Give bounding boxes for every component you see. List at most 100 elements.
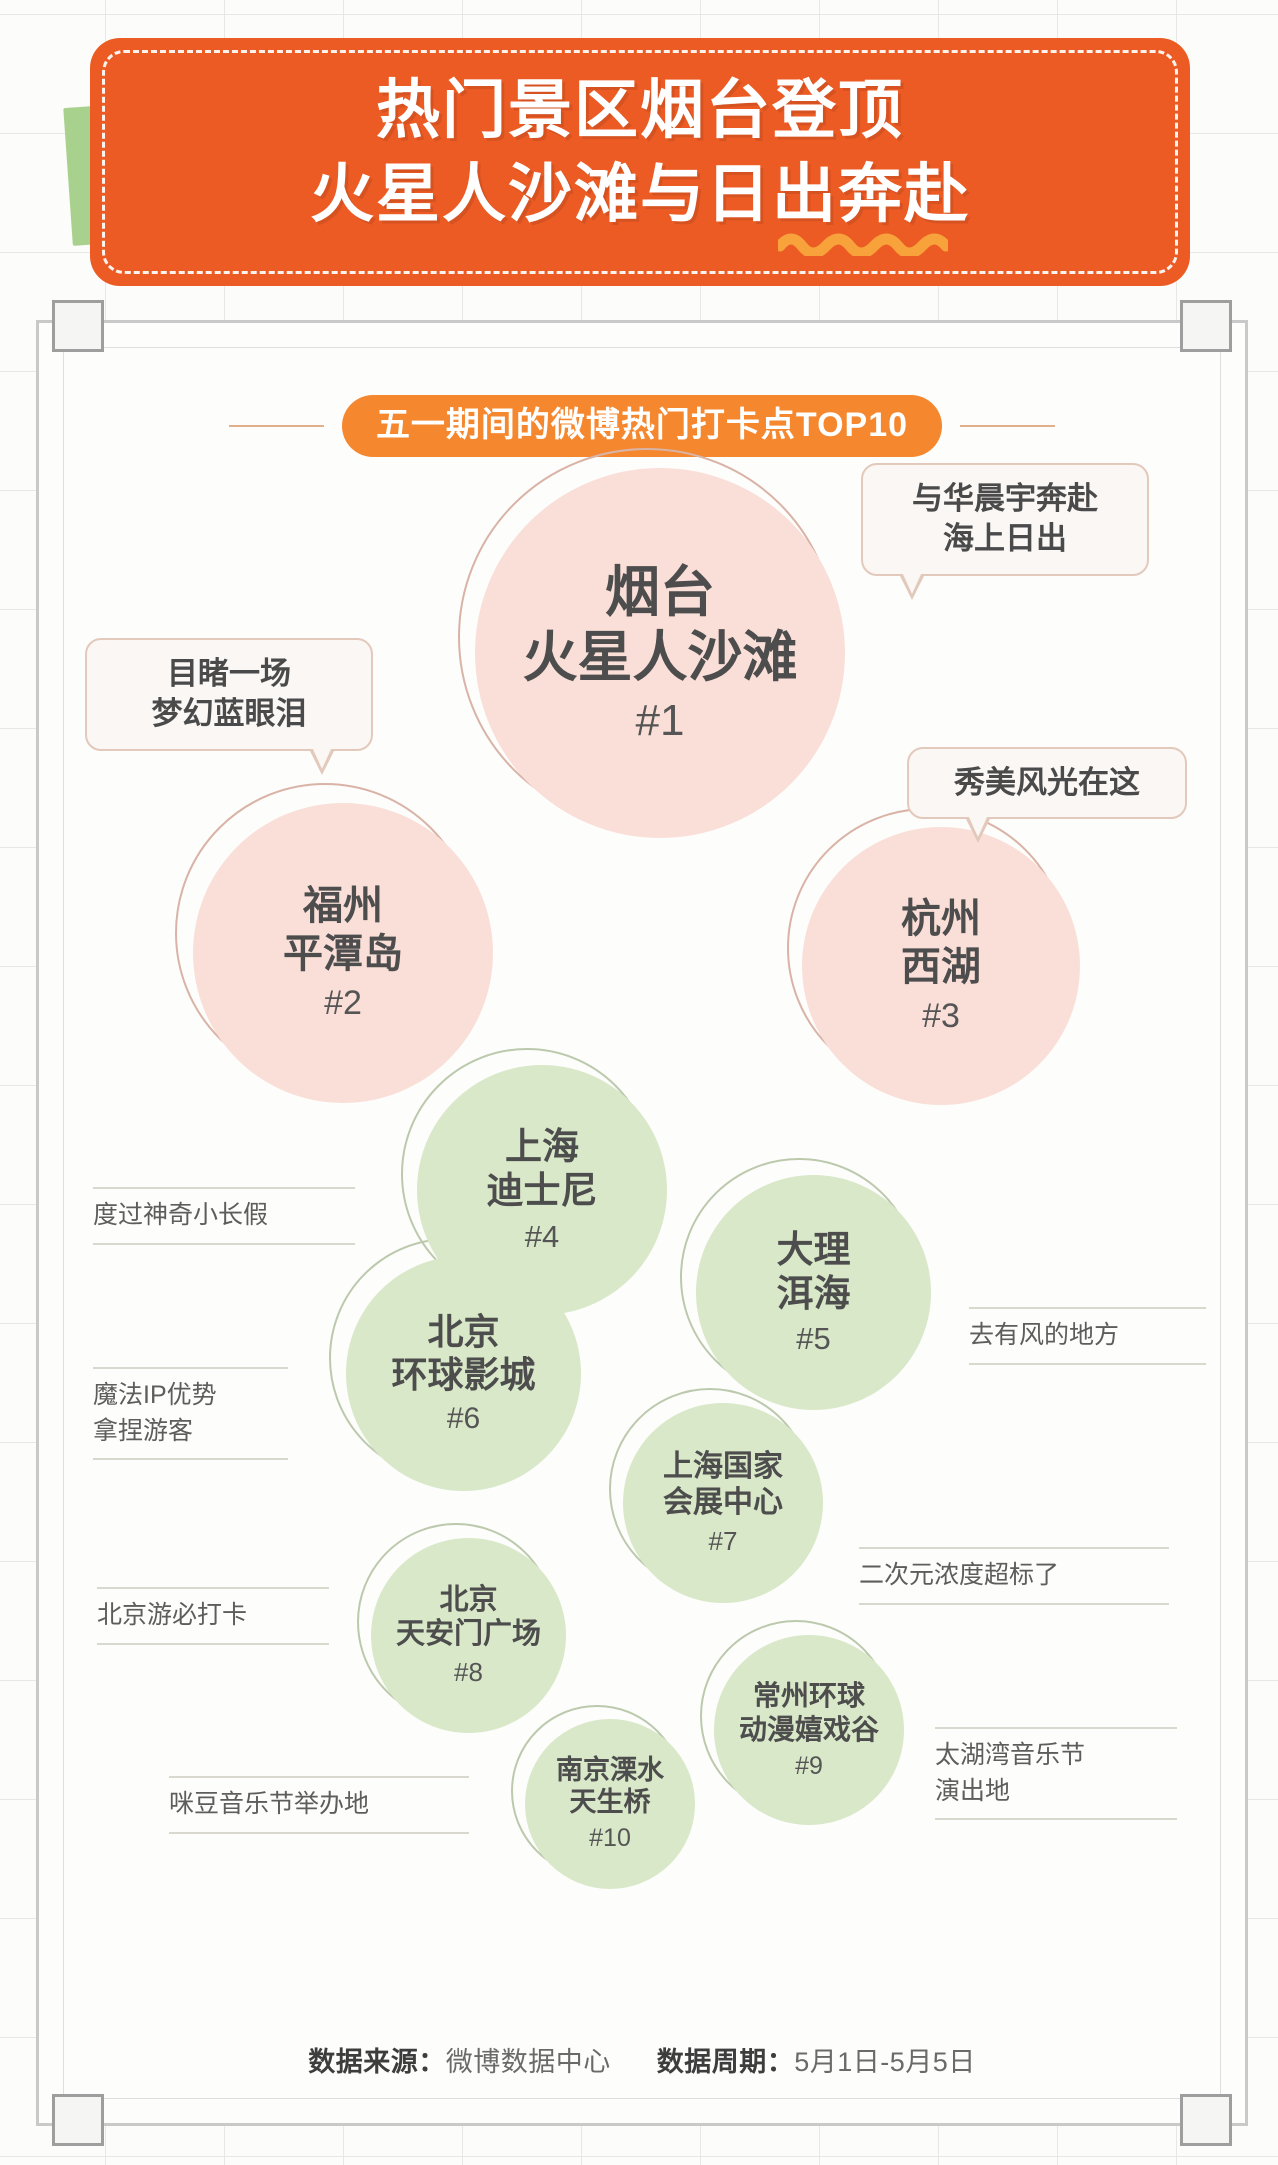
- bubble-2-spot: 平潭岛: [283, 931, 403, 976]
- header-title-line1: 热门景区烟台登顶: [376, 74, 904, 146]
- bubble-rank-8[interactable]: 北京 天安门广场 #8: [371, 1538, 566, 1733]
- callout-1-tail-inner: [902, 571, 922, 594]
- corner-screw-bottom-left: [52, 2094, 104, 2146]
- wave-underline-icon: [778, 233, 948, 256]
- bubble-6-city: 北京: [427, 1311, 500, 1353]
- bubble-5-rank: #5: [796, 1321, 831, 1357]
- annotation-taihuwan-yinyuejie: 太湖湾音乐节 演出地: [935, 1718, 1177, 1829]
- corner-screw-top-left: [52, 300, 104, 352]
- annotation-mofa-ip: 魔法IP优势 拿捏游客: [93, 1358, 288, 1469]
- annotation-5-rule-bottom: [969, 1362, 1206, 1365]
- header-title: 热门景区烟台登顶 火星人沙滩与日出奔赴: [90, 68, 1190, 237]
- bubble-rank-9[interactable]: 常州环球 动漫嬉戏谷 #9: [714, 1635, 904, 1825]
- annotation-1-line1: 度过神奇小长假: [93, 1201, 269, 1229]
- annotation-7-line1: 太湖湾音乐节: [935, 1741, 1086, 1769]
- bubble-rank-2[interactable]: 福州 平潭岛 #2: [193, 803, 493, 1103]
- annotation-2-rule-top: [93, 1367, 288, 1369]
- bubble-10-city: 南京溧水: [556, 1754, 664, 1785]
- bubble-7-spot: 会展中心: [663, 1485, 783, 1519]
- annotation-5-line1: 去有风的地方: [969, 1321, 1120, 1349]
- annotation-midou-yinyuejie: 咪豆音乐节举办地: [169, 1767, 469, 1843]
- annotation-5-rule-top: [969, 1307, 1206, 1309]
- callout-xiumei-fengguang[interactable]: 秀美风光在这: [907, 747, 1187, 844]
- annotation-1-rule-bottom: [93, 1242, 355, 1245]
- bubble-3-rank: #3: [922, 996, 960, 1035]
- annotation-beijing-daka: 北京游必打卡: [97, 1578, 329, 1654]
- bubble-4-city: 上海: [505, 1126, 579, 1168]
- bubble-5-spot: 洱海: [776, 1272, 851, 1314]
- bubble-rank-1[interactable]: 烟台 火星人沙滩 #1: [475, 468, 845, 838]
- bubble-rank-5[interactable]: 大理 洱海 #5: [696, 1175, 931, 1410]
- annotation-3-rule-bottom: [97, 1642, 329, 1645]
- callout-1-line1: 与华晨宇奔赴: [912, 481, 1098, 516]
- content-card: 五一期间的微博热门打卡点TOP10 烟台 火星人沙滩 #1 福州 平潭岛 #2 …: [36, 300, 1248, 2146]
- annotation-4-rule-bottom: [169, 1831, 469, 1834]
- footer-source-value: 微博数据中心: [445, 2047, 611, 2077]
- annotation-3-line1: 北京游必打卡: [97, 1601, 248, 1629]
- annotation-7-line2: 演出地: [935, 1776, 1011, 1805]
- footer-meta: 数据来源：微博数据中心 数据周期：5月1日-5月5日: [39, 2040, 1245, 2079]
- subtitle-row: 五一期间的微博热门打卡点TOP10: [39, 395, 1245, 457]
- bubble-10-spot: 天生桥: [569, 1786, 651, 1817]
- bubble-rank-10[interactable]: 南京溧水 天生桥 #10: [525, 1719, 695, 1889]
- bubble-10-rank: #10: [589, 1824, 631, 1853]
- callout-2-tail-inner: [312, 746, 332, 769]
- bubble-rank-6[interactable]: 北京 环球影城 #6: [346, 1256, 581, 1491]
- bubble-8-rank: #8: [454, 1657, 483, 1688]
- subtitle-rule-right: [960, 425, 1056, 427]
- callout-1-line2: 海上日出: [943, 521, 1067, 557]
- bubble-8-spot: 天安门广场: [395, 1618, 541, 1650]
- annotation-2-rule-bottom: [93, 1458, 288, 1460]
- bubble-6-rank: #6: [446, 1401, 481, 1435]
- bubble-8-city: 北京: [439, 1583, 498, 1616]
- annotation-2-line2: 拿捏游客: [93, 1416, 194, 1445]
- callout-lanyanlei[interactable]: 目睹一场 梦幻蓝眼泪: [85, 638, 373, 775]
- annotation-erciyuan-nongdu: 二次元浓度超标了: [859, 1538, 1169, 1614]
- bubble-1-city: 烟台: [604, 561, 715, 624]
- bubble-9-rank: #9: [795, 1751, 823, 1780]
- annotation-youfeng-difang: 去有风的地方: [969, 1298, 1206, 1374]
- annotation-3-rule-top: [97, 1587, 329, 1589]
- bubble-rank-7[interactable]: 上海国家 会展中心 #7: [623, 1403, 823, 1603]
- callout-3-tail-inner: [968, 815, 988, 838]
- header-orange-box: 热门景区烟台登顶 火星人沙滩与日出奔赴: [90, 38, 1190, 286]
- annotation-4-line1: 咪豆音乐节举办地: [169, 1790, 370, 1818]
- bubble-rank-3[interactable]: 杭州 西湖 #3: [802, 827, 1080, 1105]
- callout-2-line1: 目睹一场: [167, 656, 291, 691]
- annotation-7-rule-bottom: [935, 1818, 1177, 1820]
- bubble-2-rank: #2: [324, 983, 362, 1022]
- annotation-6-rule-top: [859, 1547, 1169, 1549]
- bubble-4-rank: #4: [524, 1218, 560, 1254]
- annotation-7-rule-top: [935, 1727, 1177, 1729]
- bubble-3-spot: 西湖: [901, 944, 981, 989]
- annotation-2-line1: 魔法IP优势: [93, 1381, 217, 1409]
- header-title-line2: 火星人沙滩与日出奔赴: [310, 158, 970, 231]
- corner-screw-top-right: [1180, 300, 1232, 352]
- annotation-1-rule-top: [93, 1187, 355, 1189]
- callout-2-line2: 梦幻蓝眼泪: [151, 696, 307, 732]
- corner-screw-bottom-right: [1180, 2094, 1232, 2146]
- bubble-3-city: 杭州: [901, 897, 981, 942]
- bubble-9-spot: 动漫嬉戏谷: [738, 1713, 879, 1745]
- bubble-7-rank: #7: [708, 1525, 738, 1556]
- subtitle-pill: 五一期间的微博热门打卡点TOP10: [341, 395, 943, 457]
- bubble-4-spot: 迪士尼: [486, 1170, 598, 1211]
- bubble-5-city: 大理: [776, 1228, 851, 1270]
- bubble-9-city: 常州环球: [752, 1680, 865, 1712]
- header-banner: 热门景区烟台登顶 火星人沙滩与日出奔赴: [63, 38, 1190, 286]
- card-inner-border: [63, 347, 1221, 2099]
- callout-haishang-richu[interactable]: 与华晨宇奔赴 海上日出: [861, 463, 1149, 600]
- bubble-7-city: 上海国家: [663, 1450, 783, 1484]
- annotation-shenqi-xiaochangjia: 度过神奇小长假: [93, 1178, 355, 1254]
- footer-source-label: 数据来源：: [308, 2047, 446, 2077]
- footer-period-label: 数据周期：: [656, 2047, 795, 2077]
- annotation-6-line1: 二次元浓度超标了: [859, 1561, 1060, 1589]
- footer-period-value: 5月1日-5月5日: [794, 2047, 976, 2077]
- annotation-4-rule-top: [169, 1776, 469, 1778]
- bubble-1-rank: #1: [635, 695, 685, 745]
- subtitle-rule-left: [228, 425, 324, 427]
- bubble-1-spot: 火星人沙滩: [522, 626, 798, 688]
- annotation-6-rule-bottom: [859, 1602, 1169, 1605]
- bubble-2-city: 福州: [303, 884, 383, 929]
- callout-3-line1: 秀美风光在这: [954, 765, 1140, 800]
